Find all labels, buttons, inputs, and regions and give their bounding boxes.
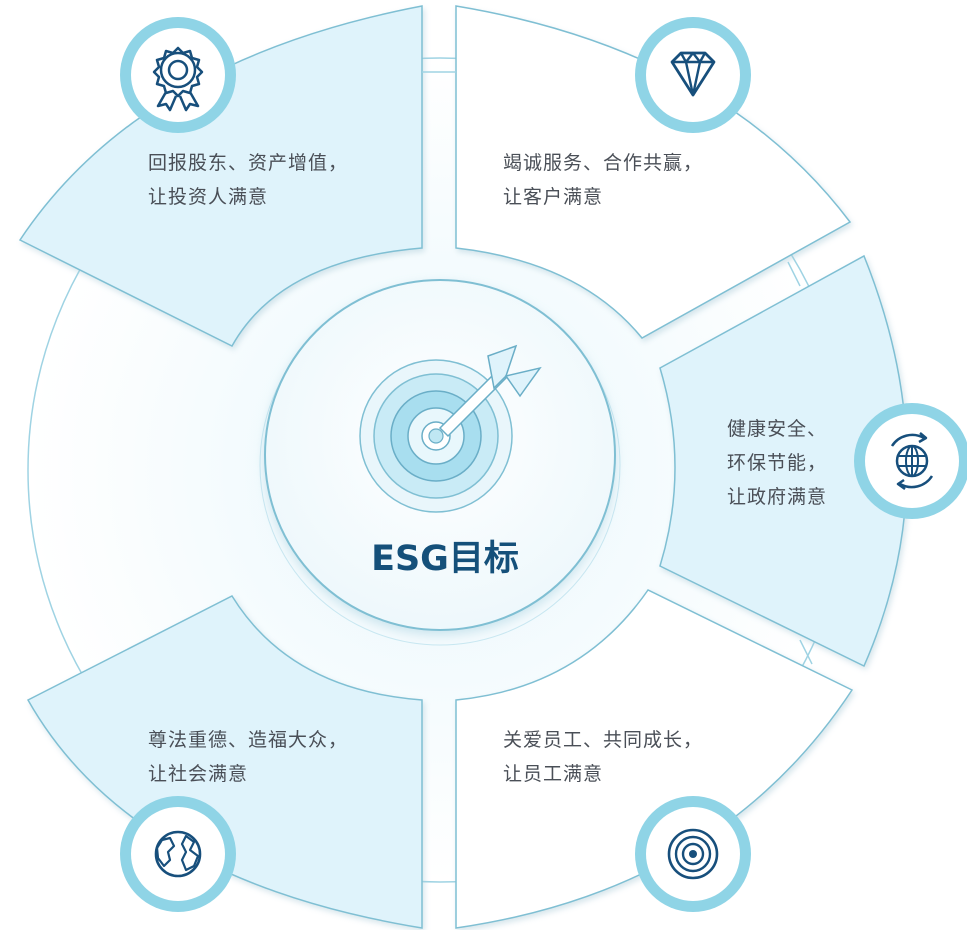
text-line: 尊法重德、造福大众， — [148, 729, 349, 751]
divider-line — [799, 639, 813, 665]
text-line: 让社会满意 — [148, 763, 249, 785]
earth-icon — [120, 796, 236, 912]
segment-text-bottom-right: 关爱员工、共同成长， 让员工满意 — [503, 723, 703, 791]
segment-text-top-left: 回报股东、资产增值， 让投资人满意 — [148, 146, 348, 214]
text-line: 让投资人满意 — [148, 186, 269, 208]
text-line: 让客户满意 — [503, 186, 604, 208]
segment-text-right: 健康安全、 环保节能， 让政府满意 — [727, 412, 827, 514]
segment-bottom-left — [26, 595, 423, 929]
segment-top-right — [455, 5, 852, 339]
text-line: 环保节能， — [727, 452, 828, 474]
segment-text-bottom-left: 尊法重德、造福大众， 让社会满意 — [148, 723, 348, 791]
text-line: 关爱员工、共同成长， — [503, 729, 704, 751]
globe-cycle-icon — [854, 403, 967, 519]
center-title: ESG目标 — [371, 539, 519, 579]
divider-line — [787, 261, 801, 287]
text-line: 让员工满意 — [503, 763, 604, 785]
award-badge-icon — [120, 17, 236, 133]
text-line: 健康安全、 — [727, 418, 828, 440]
segment-text-top-right: 竭诚服务、合作共赢， 让客户满意 — [503, 146, 703, 214]
text-line: 回报股东、资产增值， — [148, 152, 349, 174]
target-arrow-icon — [359, 344, 542, 513]
concentric-target-icon — [635, 796, 751, 912]
segment-right — [659, 254, 908, 668]
segment-bottom-right — [455, 589, 854, 929]
text-line: 让政府满意 — [727, 486, 828, 508]
segment-top-left — [18, 5, 423, 347]
text-line: 竭诚服务、合作共赢， — [503, 152, 704, 174]
diamond-icon — [635, 17, 751, 133]
